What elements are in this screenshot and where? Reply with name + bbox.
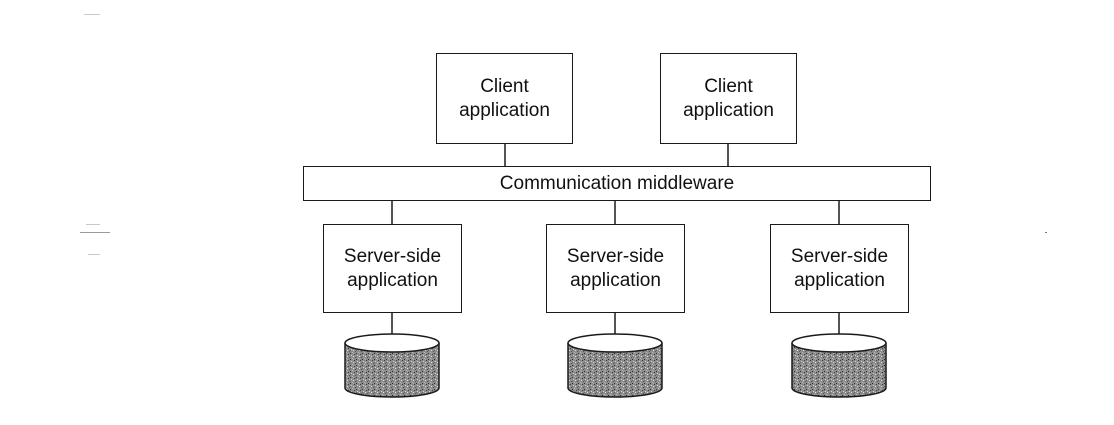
middleware-bar: Communication middleware [303, 166, 931, 201]
server-application-label: Server-side application [343, 245, 442, 291]
database-icon [344, 333, 440, 398]
client-application-box: Client application [436, 53, 573, 144]
server-application-box: Server-side application [323, 224, 462, 313]
server-application-label: Server-side application [790, 245, 889, 291]
scan-speck [80, 232, 110, 233]
scan-speck [84, 14, 100, 15]
scan-speck [88, 254, 100, 255]
scan-speck [1045, 232, 1047, 233]
client-application-label: Client application [459, 75, 550, 121]
server-application-label: Server-side application [566, 245, 665, 291]
client-application-box: Client application [660, 53, 797, 144]
client-application-label: Client application [683, 75, 774, 121]
database-icon [791, 333, 887, 398]
server-application-box: Server-side application [546, 224, 685, 313]
middleware-label: Communication middleware [499, 172, 735, 194]
server-application-box: Server-side application [770, 224, 909, 313]
scan-speck [86, 224, 100, 225]
database-icon [567, 333, 663, 398]
